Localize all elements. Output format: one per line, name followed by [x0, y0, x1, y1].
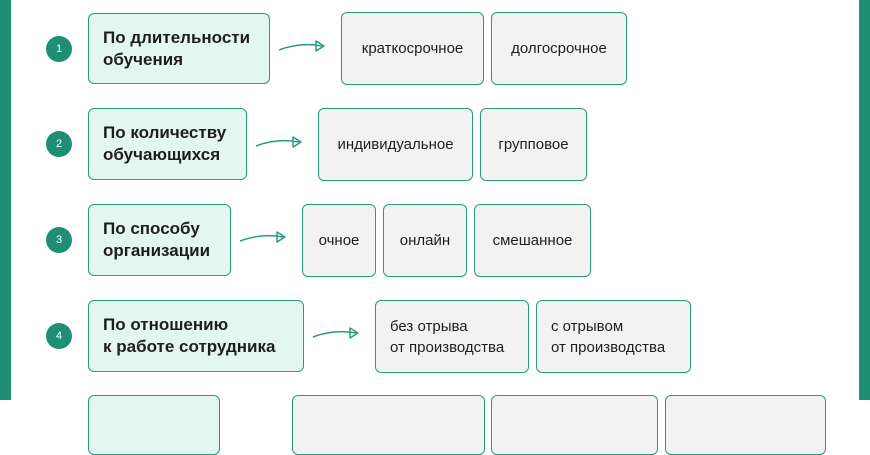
option-long-term: долгосрочное: [491, 12, 627, 85]
arrow-icon: [239, 231, 286, 243]
option-blended: смешанное: [474, 204, 591, 277]
option-partial: [292, 395, 485, 455]
frame-left-bar: [0, 0, 11, 400]
option-without-leave: без отрыва от производства: [375, 300, 529, 373]
frame-right-bar: [859, 0, 870, 400]
option-online: онлайн: [383, 204, 467, 277]
option-in-person: очное: [302, 204, 376, 277]
option-short-term: краткосрочное: [341, 12, 484, 85]
step-number-1: 1: [46, 36, 72, 62]
step-number-4: 4: [46, 323, 72, 349]
arrow-icon: [312, 327, 359, 339]
option-partial: [665, 395, 826, 455]
option-partial: [491, 395, 658, 455]
category-relation-to-work: По отношению к работе сотрудника: [88, 300, 304, 372]
category-organization: По способу организации: [88, 204, 231, 276]
category-learners-count: По количеству обучающихся: [88, 108, 247, 180]
arrow-icon: [278, 40, 325, 52]
category-duration: По длительности обучения: [88, 13, 270, 84]
category-partial: [88, 395, 220, 455]
step-number-2: 2: [46, 131, 72, 157]
option-with-leave: с отрывом от производства: [536, 300, 691, 373]
option-group: групповое: [480, 108, 587, 181]
arrow-icon: [255, 136, 302, 148]
option-individual: индивидуальное: [318, 108, 473, 181]
step-number-3: 3: [46, 227, 72, 253]
